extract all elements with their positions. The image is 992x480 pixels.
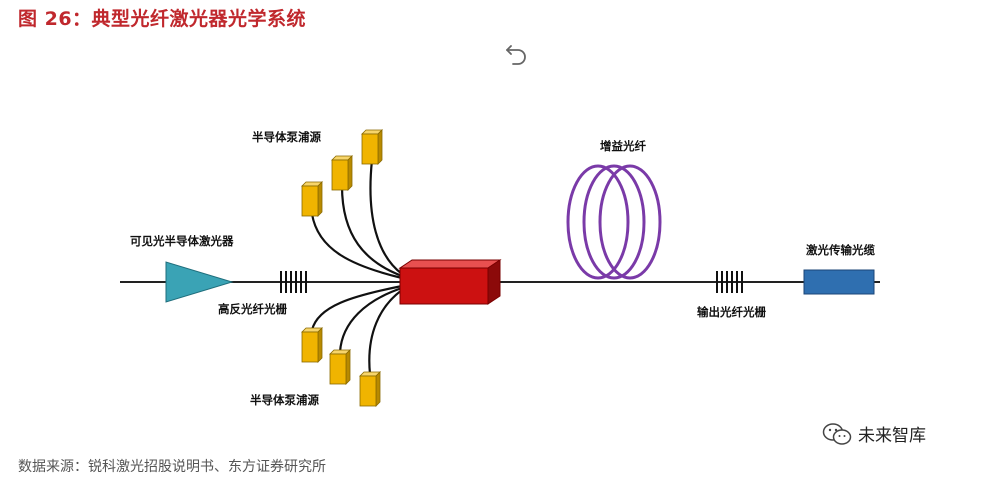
pump-source-box: [361, 129, 383, 165]
pump-source-box: [301, 327, 323, 363]
pump-fibers-top: [310, 159, 403, 280]
pump-source-top-group: [301, 129, 383, 217]
refresh-icon[interactable]: [503, 40, 529, 66]
pump-source-bottom-group: [301, 327, 381, 407]
pump-combiner: [398, 259, 502, 305]
pump-source-box: [331, 155, 353, 191]
pump-fibers-bottom: [310, 284, 403, 375]
pump-source-box: [359, 371, 381, 407]
watermark: 未来智库: [822, 421, 926, 446]
collimator-label: 激光传输光缆: [806, 243, 875, 257]
wechat-icon: [822, 422, 852, 445]
output-collimator: [803, 269, 875, 295]
gain-fiber-coil: [566, 164, 662, 280]
figure-title: 图 26：典型光纤激光器光学系统: [18, 8, 307, 30]
source-note: 数据来源：锐科激光招股说明书、东方证券研究所: [18, 459, 326, 475]
pump-bottom-label: 半导体泵浦源: [250, 393, 319, 407]
watermark-text: 未来智库: [858, 426, 926, 446]
high-reflector-label: 高反光纤光栅: [218, 302, 287, 316]
seed-laser-label: 可见光半导体激光器: [130, 234, 234, 248]
pump-source-box: [301, 181, 323, 217]
pump-top-label: 半导体泵浦源: [252, 130, 321, 144]
output-grating-label: 输出光纤光栅: [697, 305, 766, 319]
output-grating: [716, 271, 743, 293]
gain-fiber-label: 增益光纤: [600, 139, 646, 153]
pump-source-box: [329, 349, 351, 385]
high-reflector-grating: [280, 271, 307, 293]
seed-laser: [165, 261, 234, 303]
